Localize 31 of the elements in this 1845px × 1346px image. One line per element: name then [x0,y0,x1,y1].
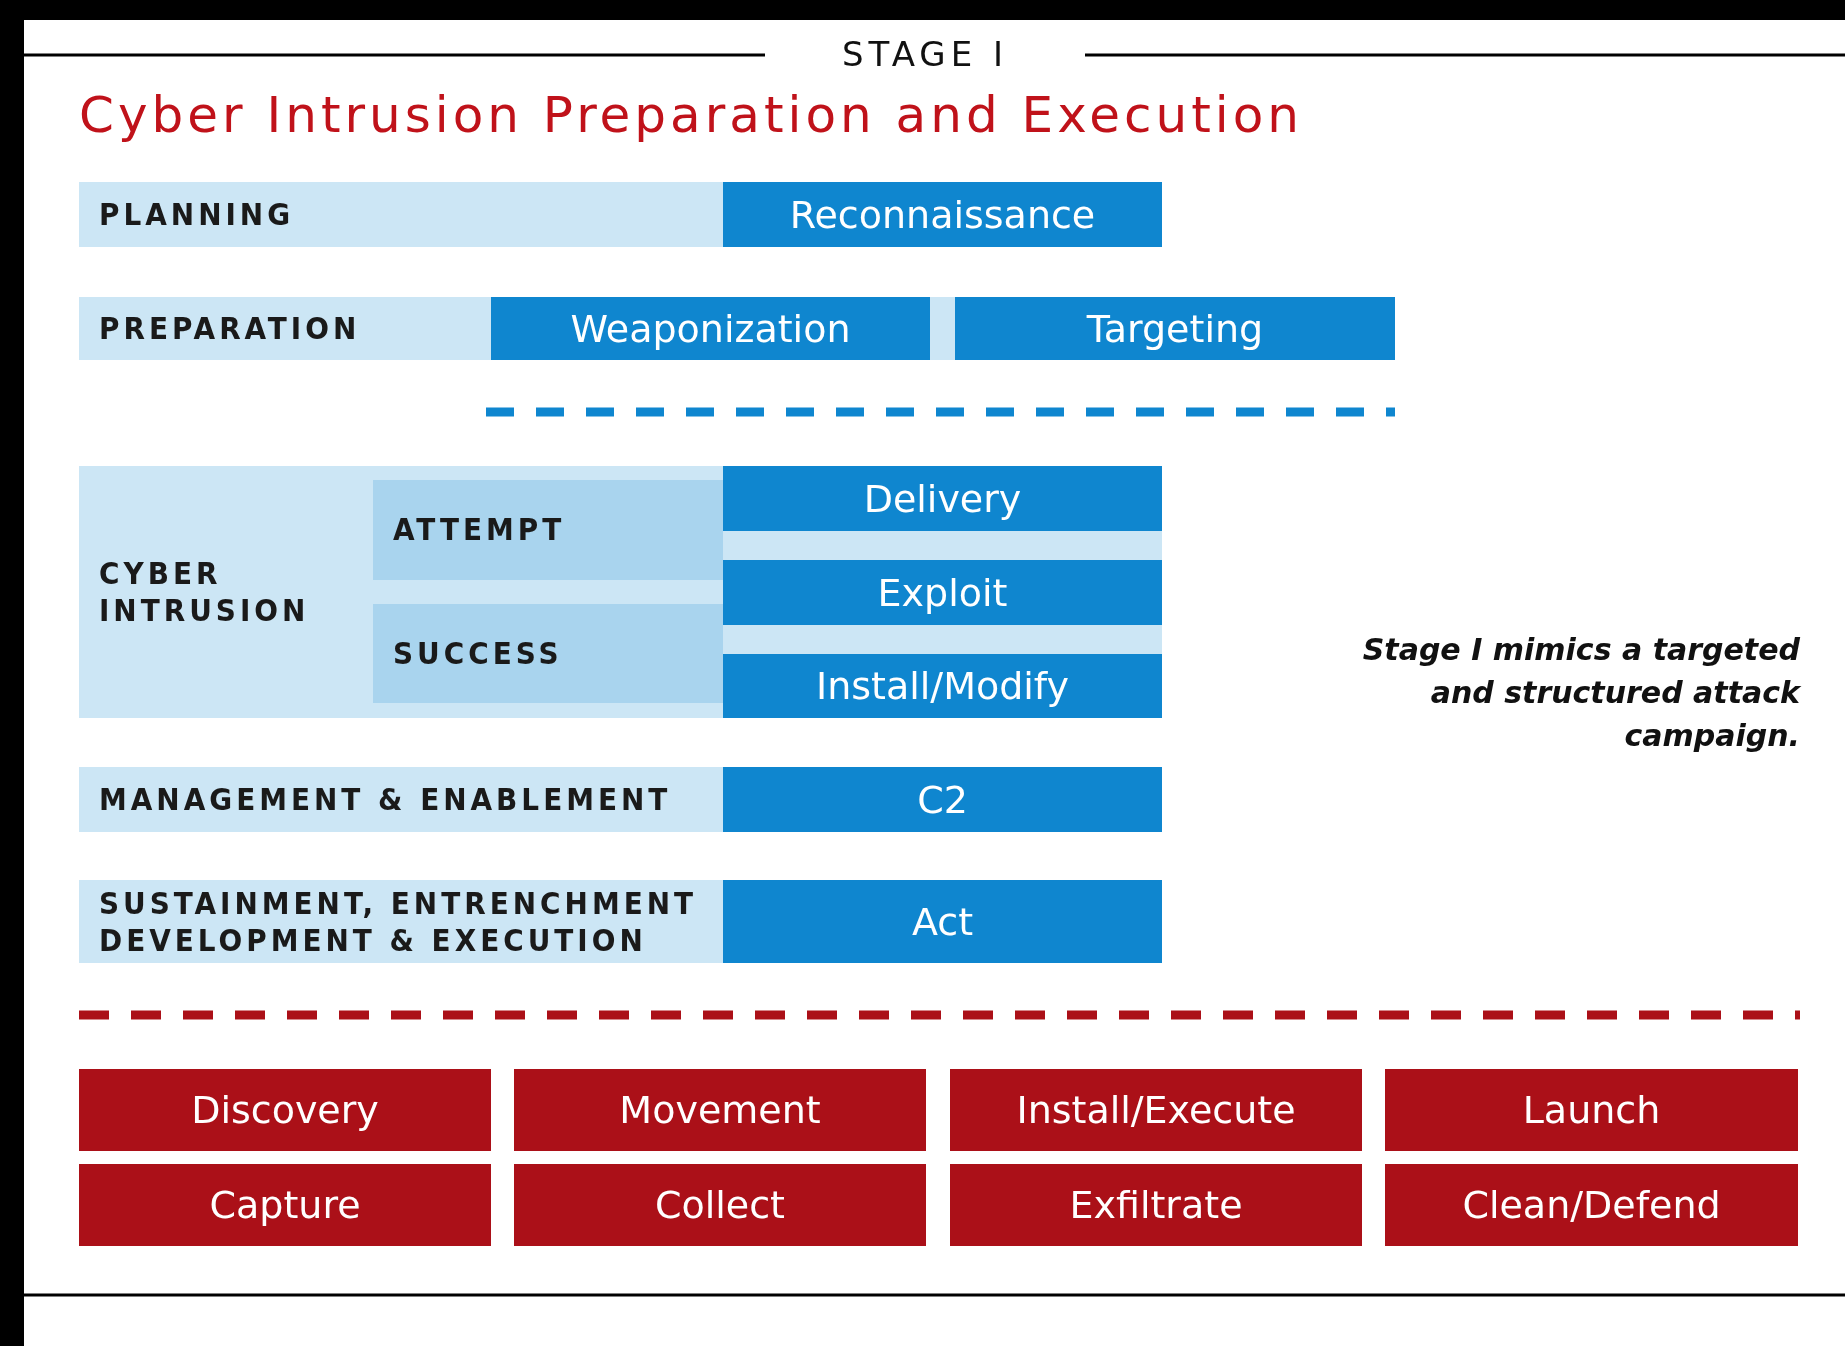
activity-box: Collect [514,1164,926,1246]
category-band [79,182,1162,247]
activity-box: Clean/Defend [1385,1164,1798,1246]
stage-heading: STAGE I [840,34,1009,74]
band-label: MANAGEMENT & ENABLEMENT [99,780,672,819]
phase-box: Install/Modify [723,654,1162,718]
activity-box: Movement [514,1069,926,1151]
phase-box: Exploit [723,560,1162,625]
phase-box: C2 [723,767,1162,832]
sub-band: ATTEMPT [373,480,723,580]
category-band [79,466,1162,718]
activity-box: Discovery [79,1069,491,1151]
band-label: SUSTAINMENT, ENTRENCHMENT DEVELOPMENT & EXECUTION [99,884,699,959]
title: Cyber Intrusion Preparation and Execution [79,86,1303,144]
phase-box: Reconnaissance [723,182,1162,247]
phase-box: Act [723,880,1162,963]
band-label: CYBER INTRUSION [99,554,311,630]
category-band [79,297,1395,360]
phase-box: Targeting [955,297,1395,360]
activity-box: Install/Execute [950,1069,1362,1151]
activity-box: Exfiltrate [950,1164,1362,1246]
band-label: PLANNING [99,195,295,234]
sub-band: SUCCESS [373,604,723,703]
category-band [79,767,1162,832]
activity-box: Launch [1385,1069,1798,1151]
activity-box: Capture [79,1164,491,1246]
phase-box: Delivery [723,466,1162,531]
band-label: PREPARATION [99,309,361,348]
note-text: Stage I mimics a targeted and structured attack campaign. [1361,631,1800,755]
category-band [79,880,1162,963]
phase-box: Weaponization [491,297,930,360]
